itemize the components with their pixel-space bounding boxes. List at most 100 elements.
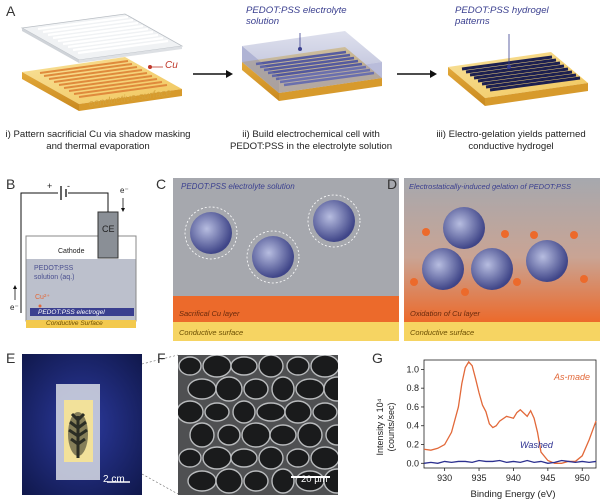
caption-line: and thermal evaporation — [46, 140, 150, 152]
panel-e-letter: E — [6, 350, 16, 366]
panel-c-title: PEDOT:PSS electrolyte solution — [181, 182, 295, 191]
step-3-caption: iii) Electro-gelation yields patterned c… — [422, 129, 600, 152]
pore — [241, 422, 271, 448]
pore — [204, 402, 230, 422]
cu-label: Cu — [165, 60, 178, 71]
pore — [202, 355, 232, 378]
x-tick-label: 945 — [540, 473, 555, 483]
battery-minus: - — [67, 181, 70, 191]
panel-d-schematic — [404, 178, 600, 341]
pore — [295, 378, 325, 400]
arrow-right-icon — [397, 70, 437, 78]
panel-g-letter: G — [372, 350, 383, 366]
pore — [286, 356, 310, 376]
panel-b-cell-schematic — [13, 186, 137, 328]
solution-label-line: solution (aq.) — [34, 273, 75, 281]
panel-c-surface: Conductive surface — [179, 328, 244, 337]
caption-line: ii) Build electrochemical cell with — [242, 129, 380, 140]
pore — [269, 424, 297, 446]
x-tick-label: 930 — [437, 473, 452, 483]
pore — [323, 468, 338, 494]
sem-scale-label: 20 µm — [301, 474, 328, 485]
pore — [217, 424, 241, 446]
pedot-particle — [184, 206, 238, 260]
panel-e-photo — [22, 354, 142, 495]
gelled-particle — [422, 248, 464, 290]
scale-bar-label: 2 cm — [103, 474, 125, 485]
substrate-with-mask — [20, 13, 184, 111]
electron-label: e⁻ — [120, 186, 129, 195]
panel-b-letter: B — [6, 176, 16, 192]
cu-ion-label: Cu²⁺ — [35, 294, 50, 301]
panel-d-title: Electrostatically-induced gelation of PE… — [409, 182, 572, 191]
pore — [256, 402, 286, 422]
counter-electrode-label: CE — [102, 224, 115, 234]
step-2-caption: ii) Build electrochemical cell with PEDO… — [216, 129, 406, 152]
step-1-caption: i) Pattern sacrificial Cu via shadow mas… — [0, 129, 196, 152]
x-tick-label: 940 — [506, 473, 521, 483]
electron-label: e⁻ — [10, 303, 19, 312]
pore — [178, 448, 202, 468]
solution-label: PEDOT:PSS solution (aq.) — [34, 265, 74, 282]
solution-label-line: PEDOT:PSS — [34, 265, 74, 272]
y-axis-label: (counts/sec) — [386, 402, 396, 451]
caption-line: iii) Electro-gelation yields patterned — [436, 129, 586, 140]
y-tick-label: 0.4 — [406, 421, 419, 431]
pore — [243, 470, 269, 492]
series-line-washed — [423, 459, 597, 464]
hydrogel-patterns — [448, 34, 588, 106]
series-label: As-made — [553, 372, 590, 382]
panel-f-sem-image — [178, 355, 338, 495]
panel-a-illustrations — [20, 13, 588, 111]
y-tick-label: 1.0 — [406, 364, 419, 374]
x-tick-label: 935 — [472, 473, 487, 483]
pore — [325, 424, 338, 446]
electrolyte-label-line: PEDOT:PSS electrolyte — [246, 5, 347, 16]
y-tick-label: 0.0 — [406, 458, 419, 468]
pedot-particle — [307, 194, 361, 248]
panel-d-letter: D — [387, 176, 398, 192]
panel-c-cu-layer: Sacrifical Cu layer — [179, 309, 240, 318]
pore — [312, 402, 338, 422]
cu-ions — [410, 228, 588, 296]
panel-f-letter: F — [157, 350, 166, 366]
pedot-particle — [246, 230, 300, 284]
hydrogel-label: PEDOT:PSS hydrogel patterns — [455, 5, 549, 27]
pore — [310, 355, 338, 378]
pore — [230, 356, 258, 376]
pore — [258, 446, 284, 470]
pore — [323, 376, 338, 402]
electrolyte-label-line: solution — [246, 16, 280, 27]
gelled-particle — [471, 248, 513, 290]
panel-a-letter: A — [6, 3, 16, 19]
panel-c-schematic — [173, 178, 399, 341]
pore — [258, 355, 284, 378]
pore — [215, 376, 243, 402]
conductive-surface-label: Conductive Surface — [46, 320, 103, 327]
pore — [230, 448, 258, 468]
y-tick-label: 0.2 — [406, 440, 419, 450]
panel-c-letter: C — [156, 176, 167, 192]
zoom-lines — [141, 354, 179, 495]
pore — [284, 400, 312, 424]
pore — [243, 378, 269, 400]
pore — [187, 378, 217, 400]
hydrogel-label-line: PEDOT:PSS hydrogel — [455, 5, 549, 16]
pore — [202, 446, 232, 470]
x-tick-label: 950 — [575, 473, 590, 483]
pore — [271, 468, 295, 494]
pore — [286, 448, 310, 468]
plot-frame — [423, 359, 597, 469]
caption-line: i) Pattern sacrificial Cu via shadow mas… — [5, 129, 191, 140]
series-line-as-made — [423, 360, 597, 464]
pore — [187, 470, 217, 492]
electrogel-label: PEDOT:PSS electrogel — [38, 309, 105, 316]
pore — [297, 422, 323, 448]
arrow-right-icon — [193, 70, 233, 78]
pore — [310, 446, 338, 470]
gelled-particle — [443, 207, 485, 249]
caption-line: conductive hydrogel — [468, 140, 554, 152]
electrochemical-cell — [242, 31, 382, 101]
